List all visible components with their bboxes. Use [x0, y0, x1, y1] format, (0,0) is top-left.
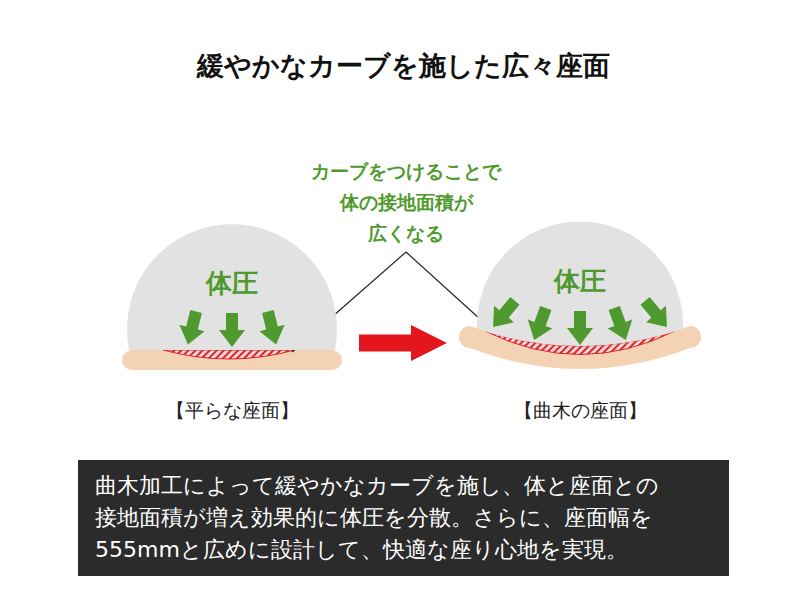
pressure-arrow [522, 304, 558, 345]
seat-caption: 【平らな座面】 [122, 397, 342, 423]
pressure-dome: 体圧 [127, 224, 337, 350]
flow-arrow [359, 335, 417, 352]
pressure-arrow [483, 293, 525, 336]
title: 緩やかなカーブを施した広々座面 [0, 48, 807, 84]
note-box: 曲木加工によって緩やかなカーブを施し、体と座面との 接地面積が増え効果的に体圧を… [78, 460, 729, 576]
dome-outline [127, 224, 337, 350]
contact-area [163, 350, 295, 359]
note-text: 曲木加工によって緩やかなカーブを施し、体と座面との 接地面積が増え効果的に体圧を… [95, 470, 712, 566]
pressure-arrow [219, 313, 245, 347]
pressure-arrow [602, 304, 638, 345]
dome-outline [477, 222, 683, 346]
pressure-arrow [255, 308, 288, 347]
callout-note: カーブをつけることで 体の接地面積が 広くなる [299, 156, 513, 249]
pressure-label: 体圧 [127, 266, 337, 301]
pressure-arrow [635, 293, 677, 336]
pressure-dome: 体圧 [477, 222, 683, 347]
pressure-arrow [567, 311, 593, 345]
pressure-arrow [175, 308, 208, 347]
seat-caption: 【曲木の座面】 [470, 397, 690, 423]
pressure-label: 体圧 [477, 264, 683, 299]
flat-seat [122, 350, 342, 370]
